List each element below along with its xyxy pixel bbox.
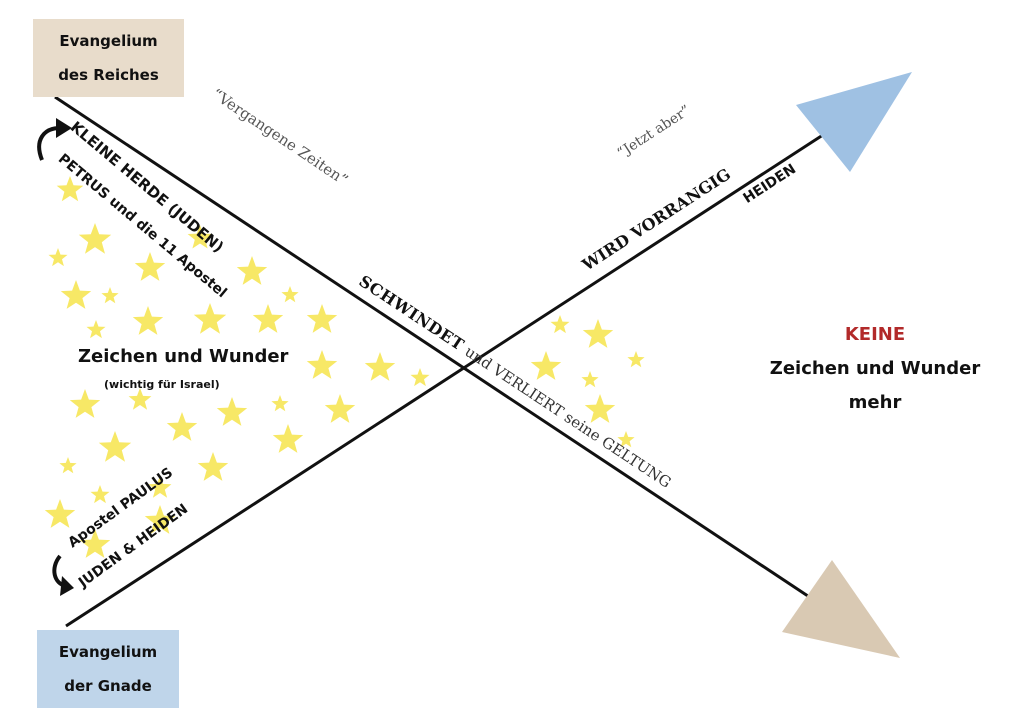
star-icon: [324, 394, 356, 423]
star-field: [44, 176, 645, 558]
star-icon: [581, 371, 599, 388]
star-icon: [364, 352, 396, 381]
label-mehr: mehr: [848, 392, 902, 413]
star-icon: [59, 457, 77, 474]
star-icon: [79, 529, 111, 558]
star-icon: [86, 320, 106, 339]
star-icon: [252, 304, 284, 333]
label-zeichen-wunder: Zeichen und Wunder: [78, 346, 289, 367]
star-icon: [90, 485, 110, 504]
star-icon: [197, 452, 229, 481]
star-icon: [617, 431, 635, 448]
star-icon: [166, 412, 198, 441]
descending-line: [54, 95, 833, 614]
star-icon: [281, 286, 299, 303]
gospel-of-kingdom-box: Evangelium des Reiches: [33, 19, 184, 97]
star-icon: [69, 389, 101, 418]
star-icon: [236, 256, 268, 285]
star-icon: [530, 351, 562, 380]
star-icon: [128, 388, 152, 410]
star-icon: [216, 397, 248, 426]
curved-arrow-bottom-head: [60, 576, 74, 596]
star-icon: [56, 176, 84, 202]
label-keine: KEINE: [844, 324, 906, 345]
no-signs-block: KEINE Zeichen und Wunder mehr: [760, 318, 990, 420]
box-top-line1: Evangelium: [59, 32, 158, 50]
gospel-of-grace-box: Evangelium der Gnade: [37, 630, 179, 708]
star-icon: [60, 280, 92, 309]
star-icon: [582, 319, 614, 348]
star-icon: [193, 303, 227, 334]
star-icon: [410, 368, 430, 387]
descending-arrowhead: [782, 560, 900, 658]
star-icon: [78, 223, 112, 254]
star-icon: [101, 287, 119, 304]
star-icon: [306, 304, 338, 333]
star-icon: [584, 394, 616, 423]
box-bottom-line2: der Gnade: [64, 677, 152, 695]
label-zeichen-wunder-right: Zeichen und Wunder: [769, 358, 981, 379]
star-icon: [187, 225, 213, 249]
star-icon: [306, 350, 338, 379]
star-icon: [132, 306, 164, 335]
star-icon: [271, 395, 289, 412]
star-icon: [550, 315, 570, 334]
star-icon: [98, 431, 132, 462]
star-icon: [627, 351, 645, 368]
star-icon: [48, 248, 68, 267]
ascending-arrowhead: [796, 72, 912, 172]
star-icon: [272, 424, 304, 453]
star-icon: [144, 505, 176, 534]
star-icon: [148, 476, 172, 498]
box-top-line2: des Reiches: [58, 66, 159, 84]
label-wichtig: (wichtig für Israel): [104, 378, 220, 391]
star-icon: [134, 252, 166, 281]
star-icon: [44, 499, 76, 528]
curved-arrow-top-head: [56, 118, 72, 138]
ascending-line: [65, 118, 847, 628]
box-bottom-line1: Evangelium: [58, 643, 158, 661]
